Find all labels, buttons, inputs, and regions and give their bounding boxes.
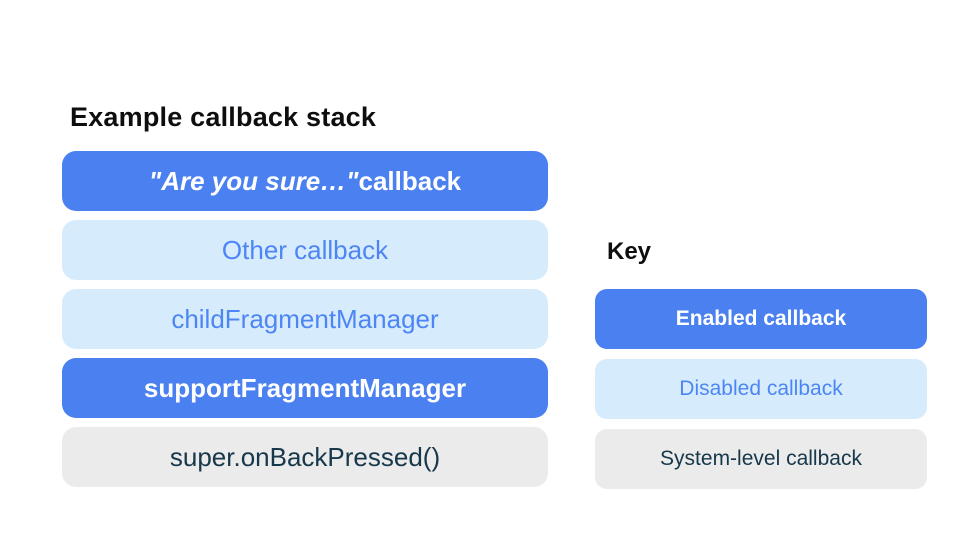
key-item-enabled-callback: Enabled callback	[595, 289, 927, 349]
stack-item-super-onbackpressed: super.onBackPressed()	[62, 427, 548, 487]
diagram-title: Example callback stack	[70, 102, 377, 132]
stack-item-other-callback: Other callback	[62, 220, 548, 280]
stack-item-label-rest: callback	[358, 165, 462, 196]
callback-stack: "Are you sure…" callback Other callback …	[62, 151, 548, 487]
key-title: Key	[607, 238, 652, 265]
stack-item-support-fragment-manager: supportFragmentManager	[62, 358, 548, 418]
stack-item-label-italic: "Are you sure…"	[148, 165, 359, 196]
key-item-system-level-callback: System-level callback	[595, 429, 927, 489]
stack-item-are-you-sure: "Are you sure…" callback	[62, 151, 548, 211]
key-legend: Enabled callback Disabled callback Syste…	[595, 289, 927, 489]
key-item-disabled-callback: Disabled callback	[595, 359, 927, 419]
stack-item-child-fragment-manager: childFragmentManager	[62, 289, 548, 349]
